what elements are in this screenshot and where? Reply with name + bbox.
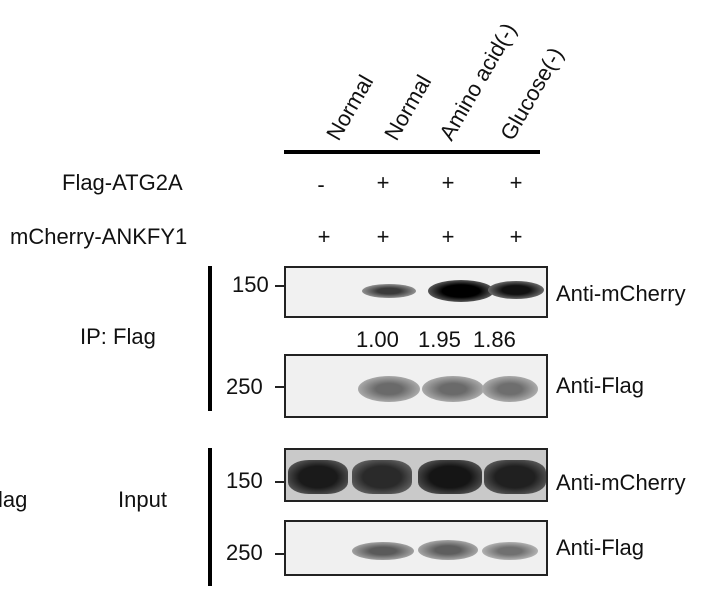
sign-flag-1: - [317,172,325,197]
blot-ip-mcherry [284,266,548,318]
sign-mcherry-3: + [441,224,455,249]
mw-tick-blot4 [275,553,285,555]
column-label-normal-1: Normal [321,70,379,145]
sign-flag-2: + [376,170,390,195]
header-underline [284,150,540,154]
band [422,376,484,402]
mw-marker-blot1: 150 [232,272,269,297]
mw-tick-blot1 [275,285,285,287]
band [482,376,538,402]
sign-flag-4: + [509,170,523,195]
band [362,284,416,298]
sign-mcherry-4: + [509,224,523,249]
antibody-label-blot3: Anti-mCherry [556,470,686,495]
band [418,460,482,494]
row-label-mcherry-ankfy1: mCherry-ANKFY1 [10,224,188,249]
antibody-label-blot2: Anti-Flag [556,373,645,398]
mw-marker-blot4: 250 [226,540,263,565]
band [418,540,478,560]
cut-off-left-label: lag [0,487,28,512]
mw-marker-blot3: 150 [226,468,263,493]
ip-bracket [208,266,212,411]
band [288,460,348,494]
row-label-flag-atg2a: Flag-ATG2A [62,170,183,195]
sign-mcherry-1: + [317,224,331,249]
band [482,542,538,560]
sign-flag-3: + [441,170,455,195]
mw-marker-blot2: 250 [226,374,263,399]
quant-value-2: 1.95 [418,327,461,352]
antibody-label-blot4: Anti-Flag [556,535,645,560]
blot-input-flag [284,520,548,576]
blot-input-mcherry [284,448,548,502]
band [428,280,494,302]
band [352,460,412,494]
input-label: Input [118,487,167,512]
sign-mcherry-2: + [376,224,390,249]
input-bracket [208,448,212,586]
mw-tick-blot3 [275,481,285,483]
band [484,460,546,494]
mw-tick-blot2 [275,386,285,388]
column-label-normal-2: Normal [379,70,437,145]
band [352,542,414,560]
band [358,376,420,402]
band [488,281,544,299]
quant-value-3: 1.86 [473,327,516,352]
ip-flag-label: IP: Flag [80,324,156,349]
antibody-label-blot1: Anti-mCherry [556,281,686,306]
column-label-glucose: Glucose(-) [495,43,569,145]
quant-value-1: 1.00 [356,327,399,352]
blot-ip-flag [284,354,548,418]
